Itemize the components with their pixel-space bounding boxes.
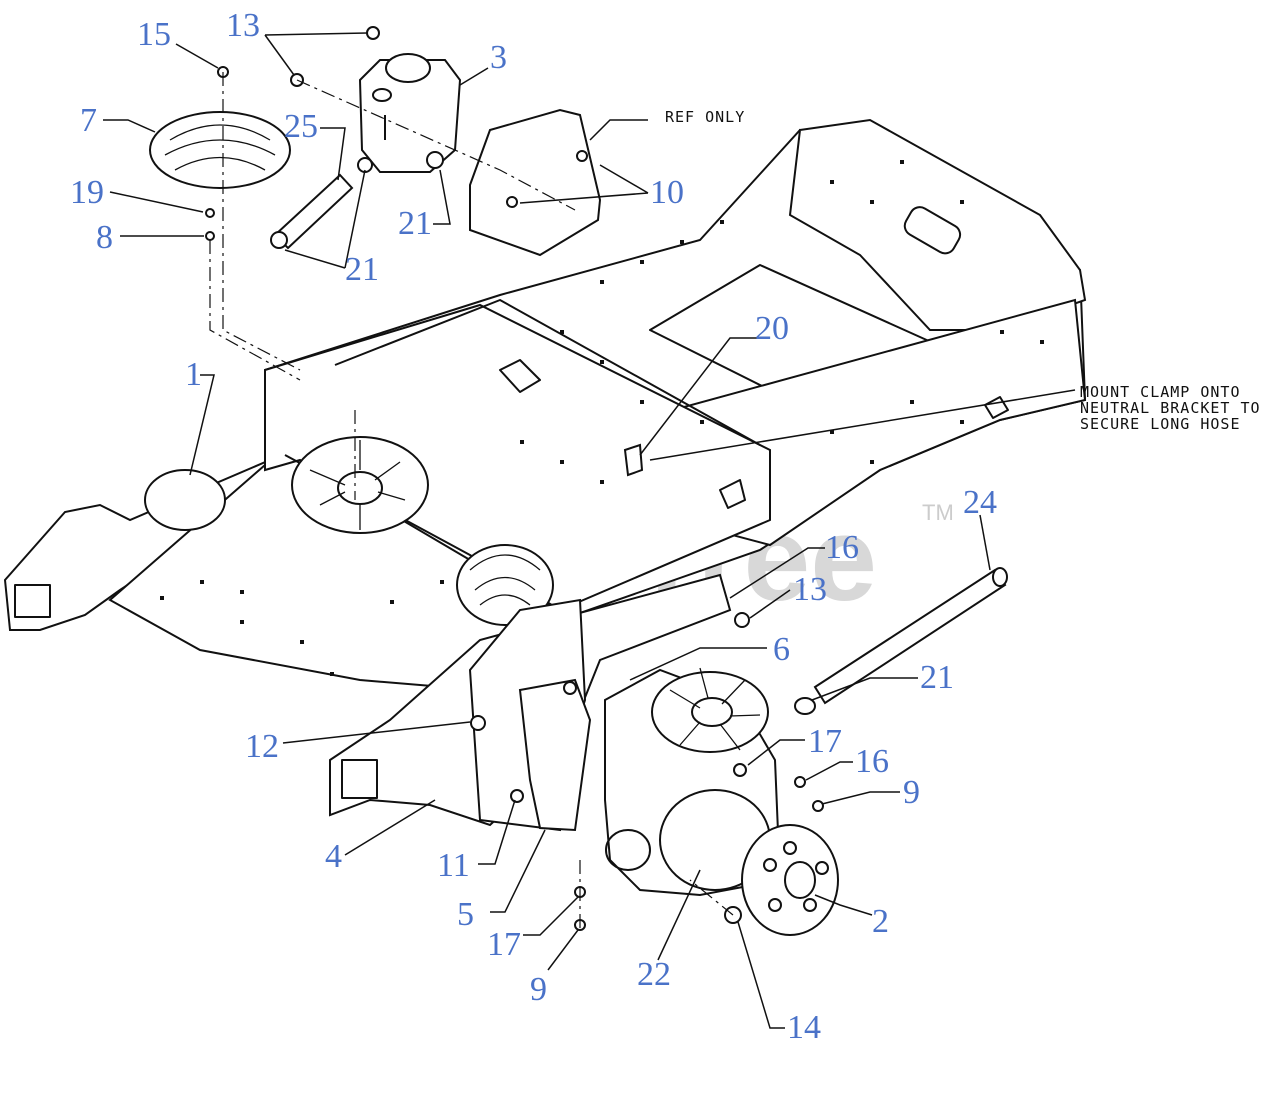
callout-16-lower: 16 <box>855 743 889 780</box>
note-ref-only: REF ONLY <box>665 108 745 126</box>
callout-6: 6 <box>773 631 790 668</box>
callout-2: 2 <box>872 903 889 940</box>
transmission <box>604 667 782 897</box>
front-slot-left <box>14 584 51 618</box>
callout-25: 25 <box>284 108 318 145</box>
callout-16-upper: 16 <box>825 529 859 566</box>
nut-12 <box>470 715 486 731</box>
washer-19 <box>205 208 215 218</box>
leader-lines <box>103 32 1076 1029</box>
pump-bracket <box>518 678 592 832</box>
grille <box>149 111 291 189</box>
callout-10: 10 <box>650 174 684 211</box>
callout-13-upper: 13 <box>226 7 260 44</box>
callout-5: 5 <box>457 896 474 933</box>
crossmember-hex-1 <box>499 359 541 393</box>
spacer-11 <box>510 789 524 803</box>
crossmember-slot <box>719 479 746 509</box>
callout-17-lower: 17 <box>487 926 521 963</box>
callout-labels: 15 13 3 7 25 19 8 21 21 10 20 1 24 16 13… <box>70 7 997 1046</box>
callout-12: 12 <box>245 728 279 765</box>
stud-10a <box>506 196 518 208</box>
callout-24: 24 <box>963 484 997 521</box>
callout-13-lower: 13 <box>793 571 827 608</box>
long-hose <box>813 567 1008 705</box>
fan-grille-center <box>456 544 554 626</box>
bolt-13a-upper <box>366 26 380 40</box>
callout-21-hose: 21 <box>345 251 379 288</box>
front-slot-right <box>341 759 378 799</box>
callout-17-upper: 17 <box>808 723 842 760</box>
wheel-hub <box>741 824 839 936</box>
callout-21-tank: 21 <box>398 205 432 242</box>
clamp-21b-upper <box>357 157 373 173</box>
callout-3: 3 <box>490 39 507 76</box>
frame-holes <box>160 160 1044 676</box>
rear-cutout <box>903 206 962 255</box>
callout-9-right: 9 <box>903 774 920 811</box>
nut-16b <box>794 776 806 788</box>
callout-9-lower: 9 <box>530 971 547 1008</box>
callout-20: 20 <box>755 310 789 347</box>
callout-15: 15 <box>137 16 171 53</box>
clamp-20 <box>623 443 644 477</box>
watermark-trademark: TM <box>922 500 954 525</box>
spring-17a <box>733 763 747 777</box>
main-frame <box>3 118 1087 827</box>
reservoir-tank <box>358 53 462 173</box>
fan-left <box>291 436 429 534</box>
callout-14: 14 <box>787 1009 821 1046</box>
crossmember-top-edge <box>334 299 761 446</box>
callout-11: 11 <box>437 847 470 884</box>
callout-22: 22 <box>637 956 671 993</box>
callout-4: 4 <box>325 838 342 875</box>
callout-8: 8 <box>96 219 113 256</box>
stud-10b <box>576 150 588 162</box>
alignment-lines <box>209 72 734 930</box>
spring-6 <box>563 681 577 695</box>
clamp-21b-lower <box>270 231 288 249</box>
callout-21-long-hose: 21 <box>920 659 954 696</box>
rear-roller <box>144 469 226 531</box>
note-mount-clamp-line-2: NEUTRAL BRACKET TO <box>1080 399 1261 417</box>
rail-hex-hole <box>984 396 1009 419</box>
callout-1: 1 <box>185 356 202 393</box>
ref-bracket <box>469 108 602 257</box>
screw-8 <box>205 231 215 241</box>
clamp-21a <box>426 151 444 169</box>
clamp-21c <box>794 697 816 715</box>
bolt-9a <box>812 800 824 812</box>
note-mount-clamp-line-1: MOUNT CLAMP ONTO <box>1080 383 1241 401</box>
callout-7: 7 <box>80 102 97 139</box>
nut-13b <box>734 612 750 628</box>
note-mount-clamp-line-3: SECURE LONG HOSE <box>1080 415 1241 433</box>
callout-19: 19 <box>70 174 104 211</box>
